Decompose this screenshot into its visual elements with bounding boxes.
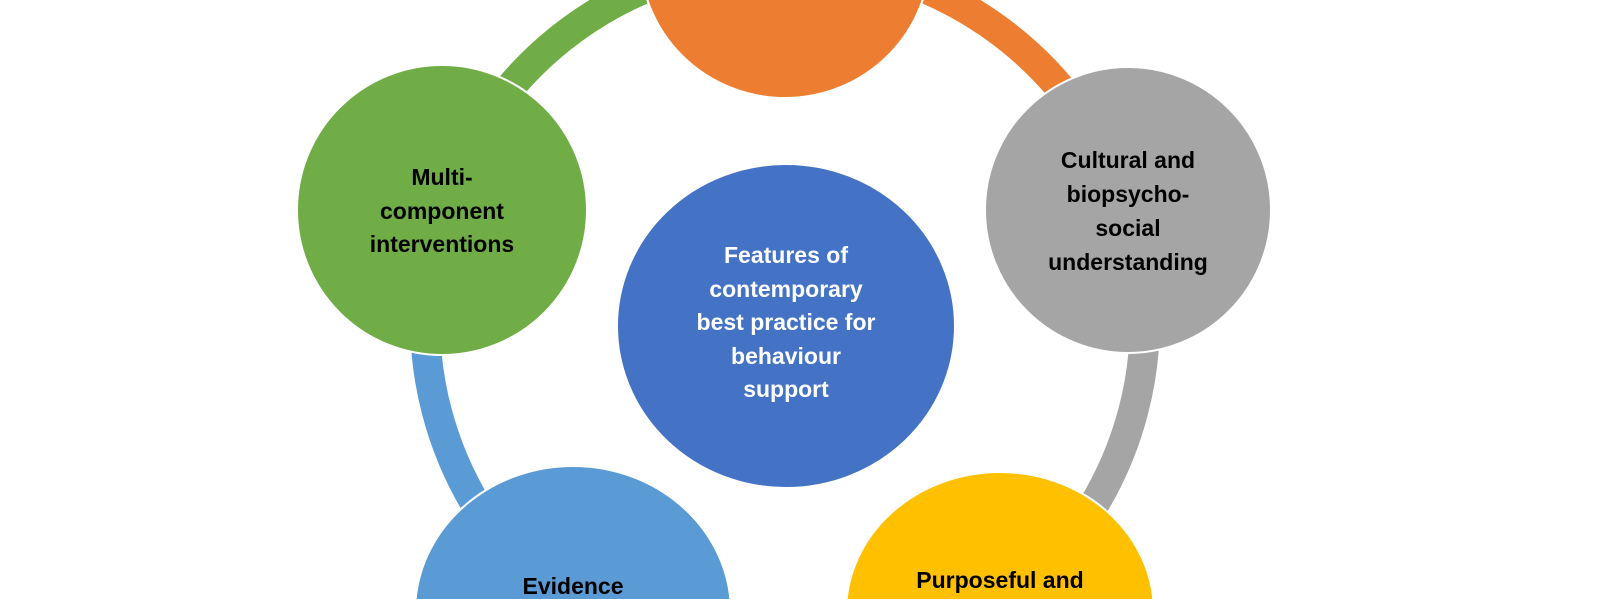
multi-line: Multi- bbox=[411, 164, 472, 190]
center-label: Features of contemporary best practice f… bbox=[697, 242, 876, 402]
cultural-line: understanding bbox=[1048, 249, 1208, 275]
center-line: Features of bbox=[724, 242, 848, 268]
node-circle-purposeful bbox=[845, 471, 1155, 600]
multi-label: Multi- component interventions bbox=[370, 164, 514, 257]
center-line: best practice for bbox=[697, 309, 876, 335]
node-circle-cultural bbox=[984, 66, 1272, 354]
cultural-line: Cultural and bbox=[1061, 147, 1195, 173]
cultural-line: biopsycho- bbox=[1067, 181, 1190, 207]
node-circle-evidence bbox=[414, 465, 732, 600]
node-circle-multi bbox=[296, 64, 588, 356]
purposeful-label: Purposeful and bbox=[916, 567, 1083, 593]
multi-line: component bbox=[380, 198, 504, 224]
cultural-label: Cultural and biopsycho- social understan… bbox=[1048, 147, 1208, 275]
center-circle bbox=[616, 163, 956, 489]
center-line: support bbox=[743, 376, 829, 402]
multi-line: interventions bbox=[370, 231, 514, 257]
cultural-line: social bbox=[1095, 215, 1160, 241]
center-line: behaviour bbox=[731, 343, 841, 369]
node-circle-top bbox=[646, 0, 924, 99]
evidence-label: Evidence bbox=[523, 573, 624, 599]
center-line: contemporary bbox=[709, 276, 863, 302]
